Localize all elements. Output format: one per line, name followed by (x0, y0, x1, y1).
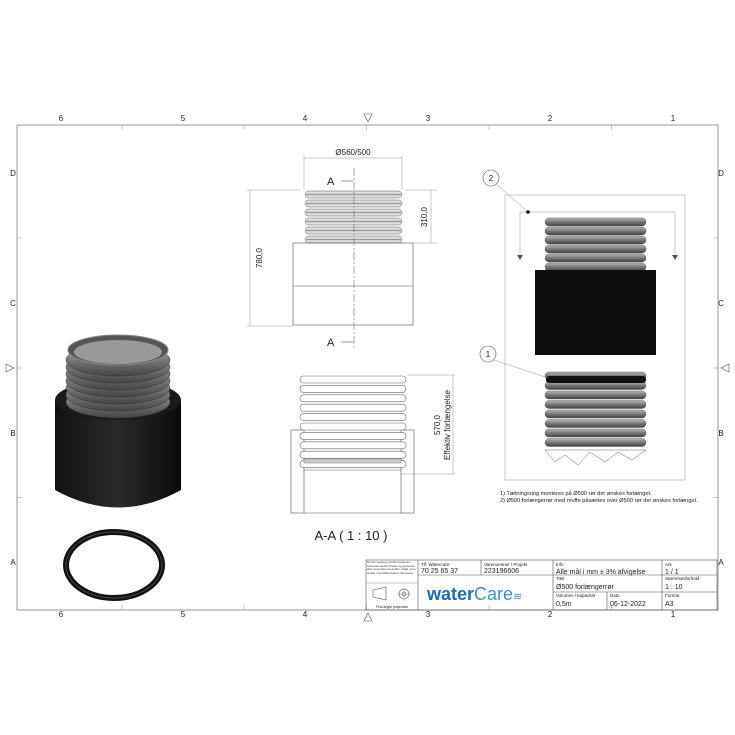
column-label: 3 (426, 610, 431, 619)
balloon-2 (482, 169, 500, 187)
centering-mark-left (5, 363, 15, 373)
corrugation-rib-section (299, 422, 407, 431)
first-angle-projection-icon (372, 586, 411, 601)
title-value: Ø500 forlængerrør (556, 584, 615, 591)
row-label: C (10, 299, 16, 308)
phone-value: 70 25 65 37 (421, 568, 458, 575)
row-label: D (10, 169, 16, 178)
row-label: B (10, 429, 15, 438)
column-label: 4 (303, 610, 308, 619)
corrugation-rib (544, 226, 647, 236)
corrugation-rib-section (299, 413, 407, 421)
row-label: D (718, 169, 724, 178)
corrugation-rib (544, 244, 647, 254)
column-label: 5 (181, 114, 186, 123)
column-label: 6 (59, 610, 64, 619)
corrugation-rib-section (299, 432, 407, 440)
corrugation-rib (544, 419, 647, 428)
row-label: C (718, 299, 724, 308)
corrugation-rib (544, 409, 647, 419)
corrugation-rib (544, 390, 647, 400)
corrugation-rib (544, 438, 647, 447)
phone-label: Tlf. Watercare: (421, 562, 450, 567)
corrugation-rib-section (299, 403, 407, 412)
watercare-logo: waterCare≋ (426, 584, 522, 604)
info-value: Alle mål i mm ± 3% afvigelse (556, 568, 646, 576)
corrugation-rib (544, 253, 647, 263)
date-label: Dato (610, 593, 620, 598)
front-view: Ø560/500 780,0 310,0 A A (247, 148, 437, 350)
scale-value: 1 : 10 (665, 584, 683, 591)
corrugation-rib-section (299, 394, 407, 403)
balloon-1-label: 1 (486, 350, 491, 359)
format-value: A3 (665, 601, 674, 608)
row-label: A (718, 558, 724, 567)
corrugation-rib (544, 400, 647, 409)
centering-mark-bottom (363, 612, 373, 622)
balloon-2-label: 2 (489, 174, 494, 183)
column-label: 1 (671, 114, 676, 123)
corrugation-rib (544, 235, 647, 245)
installation-detail-view: 2 1 1) Tætningsring monteres på Ø500 rør… (479, 169, 698, 504)
effective-length-caption: Effektiv forlængelse (443, 389, 452, 460)
format-label: Format (665, 593, 680, 598)
volume-value: 0,5m (556, 601, 572, 608)
date-value: 06-12-2022 (610, 601, 646, 608)
centering-mark-top (363, 113, 373, 123)
item-value: 223196606 (484, 568, 519, 575)
centering-mark-right (720, 363, 730, 373)
sealing-ring-section (303, 458, 402, 464)
column-label: 5 (181, 610, 186, 619)
corrugation-rib-section (299, 441, 407, 450)
section-marker-bottom: A (327, 337, 335, 349)
column-label: 2 (548, 610, 553, 619)
diameter-dimension: Ø560/500 (335, 148, 371, 157)
sheet-value: 1 / 1 (665, 569, 679, 576)
row-label: A (10, 558, 16, 567)
note-2: 2) Ø500 forlængerrør med muffe påsættes … (500, 497, 698, 504)
pipe-3d-render (55, 334, 181, 508)
column-label: 2 (548, 114, 553, 123)
volume-label: Volumen / kapacitet (556, 593, 596, 598)
column-label: 6 (59, 114, 64, 123)
disclaimer-text: Denne tegning må ikke kopieres, forevise… (367, 561, 416, 575)
column-label: 1 (671, 610, 676, 619)
corrugation-rib-section (299, 375, 407, 384)
height-dimension: 780,0 (255, 247, 264, 268)
title-block: Denne tegning må ikke kopieres, forevise… (365, 559, 718, 611)
section-title: A-A ( 1 : 10 ) (315, 528, 388, 543)
sheet-label: Ark (665, 562, 673, 567)
corrugation-rib (544, 217, 647, 227)
item-label: Varenummer / Projekt (484, 562, 528, 567)
corrugation-rib-section (299, 385, 407, 393)
title-label: Titel (556, 576, 564, 581)
projection-label: First angle projection (376, 605, 409, 609)
corrugated-height-dimension: 310,0 (420, 206, 429, 227)
row-label: B (718, 429, 723, 438)
column-label: 4 (303, 114, 308, 123)
section-marker-top: A (327, 176, 335, 188)
corrugation-rib (544, 262, 647, 272)
section-view: 570,0 Effektiv forlængelse A-A ( 1 : 10 … (290, 374, 455, 543)
info-label: Info (556, 562, 564, 567)
corrugation-rib (544, 428, 647, 438)
scale-label: Størrelsesforhold (665, 576, 700, 581)
effective-length-dimension: 570,0 (433, 414, 442, 435)
sealing-ring-render (63, 529, 165, 601)
note-1: 1) Tætningsring monteres på Ø500 rør der… (500, 490, 652, 497)
balloon-1 (479, 345, 497, 363)
column-label: 3 (426, 114, 431, 123)
corrugation-rib-section (299, 450, 407, 459)
